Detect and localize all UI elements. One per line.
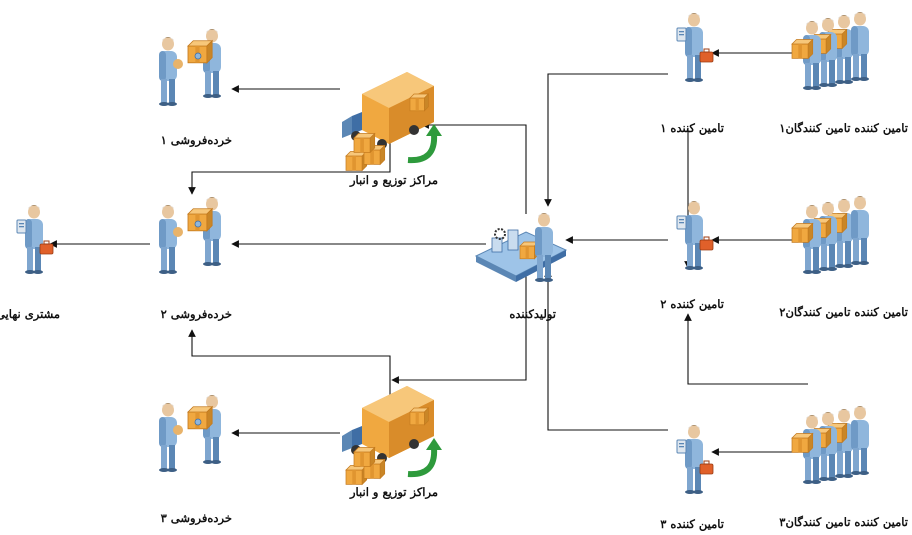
retailer-pair-icon [159, 395, 221, 472]
supplier-group-icon [792, 12, 869, 90]
supplier-group-icon [792, 196, 869, 274]
label-suppliers-of-supplier-1: تامین کننده تامین کنندگان۱ [779, 120, 909, 136]
edge-sos3-to-supplier2 [684, 313, 808, 385]
node-labels: تامین کننده تامین کنندگان۱ تامین کننده ت… [0, 120, 909, 532]
supplier-person-icon [677, 425, 713, 494]
label-supplier-1: تامین کننده ۱ [660, 121, 725, 136]
supplier-person-icon [677, 13, 713, 82]
edge-manufacturer-to-dc1 [421, 121, 527, 214]
delivery-truck-icon [342, 72, 442, 170]
retailer-pair-icon [159, 29, 221, 106]
retailer-pair-icon [159, 197, 221, 274]
edge-supplier1-to-manufacturer [544, 73, 668, 207]
factory-worker-icon [476, 213, 566, 282]
delivery-truck-icon [342, 386, 442, 484]
edge-dc2-to-retailer2 [188, 329, 391, 398]
label-distribution-center-1: مراکز توزیع و انبار [349, 173, 438, 188]
edge-dc1-to-retailer2 [188, 140, 391, 195]
supplier-group-icon [792, 406, 869, 484]
label-retailer-2: خرده‌فروشی ۲ [161, 307, 232, 322]
label-retailer-1: خرده‌فروشی ۱ [161, 133, 232, 148]
label-supplier-2: تامین کننده ۲ [660, 297, 725, 312]
label-supplier-3: تامین کننده ۳ [660, 517, 725, 532]
supplier-person-icon [677, 201, 713, 270]
label-retailer-3: خرده‌فروشی ۳ [161, 511, 232, 526]
label-distribution-center-2: مراکز توزیع و انبار [349, 485, 438, 500]
edge-supplier3-to-manufacturer [544, 269, 668, 431]
edge-manufacturer-to-dc2 [391, 272, 527, 384]
customer-person-icon [17, 205, 53, 274]
label-end-customer: مشتری نهایی [0, 307, 60, 322]
connector-lines [49, 49, 808, 456]
label-manufacturer: تولیدکننده [509, 307, 556, 322]
label-suppliers-of-supplier-2: تامین کننده تامین کنندگان۲ [779, 304, 909, 320]
label-suppliers-of-supplier-3: تامین کننده تامین کنندگان۳ [779, 514, 909, 530]
